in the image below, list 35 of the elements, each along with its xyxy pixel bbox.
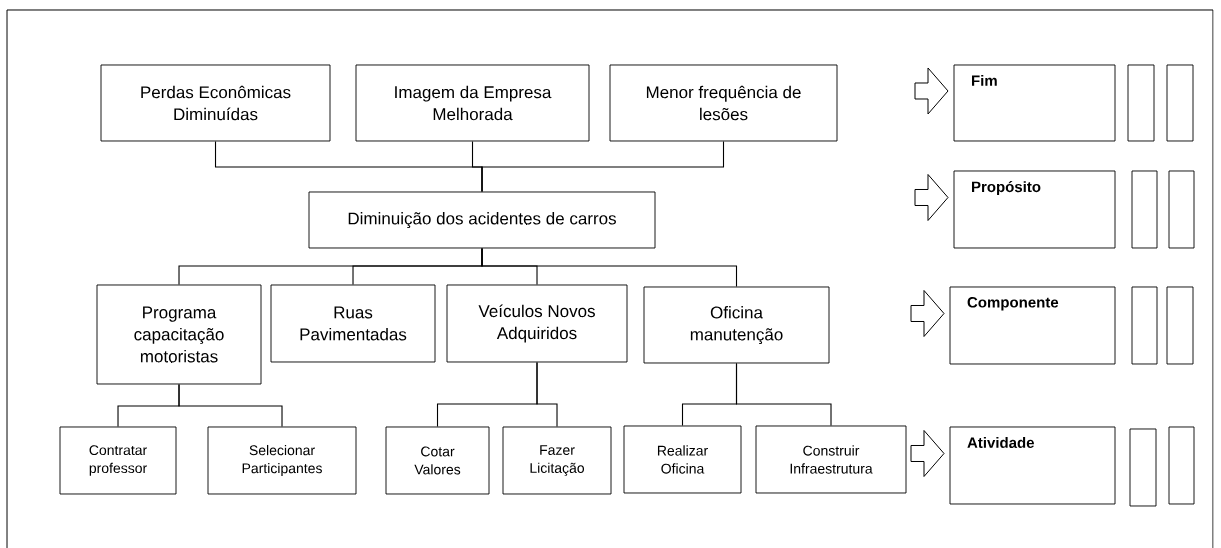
empty-box <box>1129 428 1157 507</box>
connector-line <box>481 140 725 193</box>
objective-box: Veículos Novos Adquiridos <box>446 284 628 363</box>
level-box: Componente <box>949 286 1116 365</box>
objective-box: Diminuição dos acidentes de carros <box>308 191 656 249</box>
activity-box: Realizar Oficina <box>623 425 742 494</box>
objective-box: Programa capacitação motoristas <box>96 284 262 385</box>
objective-box: Oficina manutenção <box>643 286 830 364</box>
activity-box: Cotar Valores <box>385 426 490 495</box>
level-box: Fim <box>953 64 1116 142</box>
connector-line <box>481 247 738 288</box>
connector-line <box>735 362 832 427</box>
connector-line <box>536 361 558 428</box>
empty-box <box>1166 286 1194 365</box>
empty-box <box>1131 286 1158 365</box>
activity-box: Construir Infraestrutura <box>755 425 907 494</box>
block-arrow <box>914 174 949 221</box>
empty-box <box>1166 64 1194 142</box>
block-arrow <box>910 430 945 477</box>
objective-box: Ruas Pavimentadas <box>270 284 436 363</box>
empty-box <box>1168 170 1195 249</box>
block-arrow <box>914 67 949 115</box>
activity-box: Fazer Licitação <box>502 426 612 495</box>
connector-line <box>178 383 283 428</box>
level-box: Atividade <box>949 426 1116 505</box>
empty-box <box>1168 426 1195 505</box>
block-arrow <box>910 290 945 337</box>
empty-box <box>1131 170 1158 249</box>
activity-box: Contratar professor <box>59 426 177 495</box>
activity-box: Selecionar Participantes <box>207 426 357 495</box>
objective-box: Perdas Econômicas Diminuídas <box>100 64 331 142</box>
empty-box <box>1127 64 1155 142</box>
objective-box: Imagem da Empresa Melhorada <box>355 64 590 142</box>
level-box: Propósito <box>953 170 1116 249</box>
objective-box: Menor frequência de lesões <box>609 64 838 142</box>
